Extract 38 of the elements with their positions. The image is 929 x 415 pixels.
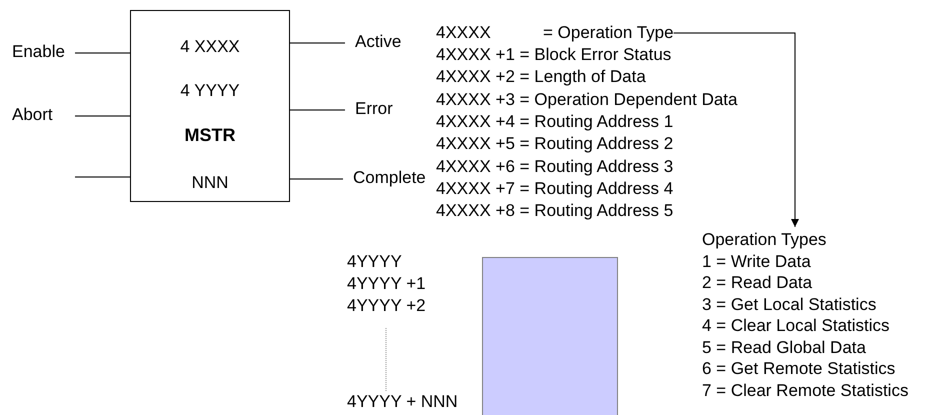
list-item: 6 = Get Remote Statistics <box>702 359 896 380</box>
pin-line <box>290 42 346 44</box>
register-text: = Operation Type <box>543 23 674 43</box>
pin-line <box>290 178 344 180</box>
register-text: 4YYYY +2 <box>347 296 426 316</box>
list-heading: Operation Types <box>702 230 828 251</box>
pin-label: Active <box>355 32 402 52</box>
list-item: 2 = Read Data <box>702 273 814 294</box>
arrow <box>673 32 799 228</box>
register-text: 4XXXX +6 = Routing Address 3 <box>436 156 674 176</box>
register-text: 4XXXX +2 = Length of Data <box>436 67 646 88</box>
pin-label: Enable <box>12 42 65 62</box>
pin-line <box>74 52 130 54</box>
register-block <box>482 257 618 415</box>
register-text: 4XXXX +5 = Routing Address 2 <box>436 134 674 154</box>
block-text: 4 XXXX <box>179 37 241 57</box>
pin-label: Complete <box>353 168 426 188</box>
pin-line <box>74 176 130 178</box>
register-text: 4XXXX +4 = Routing Address 1 <box>436 112 674 132</box>
list-item: 5 = Read Global Data <box>702 338 867 358</box>
list-item: 1 = Write Data <box>702 252 812 272</box>
pin-label: Abort <box>12 105 53 125</box>
list-item: 3 = Get Local Statistics <box>702 294 878 316</box>
list-item: 4 = Clear Local Statistics <box>702 316 891 337</box>
pin-label: Error <box>355 99 393 119</box>
register-text: 4YYYY + NNN <box>347 392 458 412</box>
register-text: 4XXXX +7 = Routing Address 4 <box>436 178 674 199</box>
register-text: 4XXXX <box>436 23 492 43</box>
block-text: NNN <box>190 173 230 193</box>
register-text: 4XXXX +8 = Routing Address 5 <box>436 201 674 222</box>
register-text: 4YYYY +1 <box>347 274 426 294</box>
register-text: 4YYYY <box>347 252 402 272</box>
list-item: 7 = Clear Remote Statistics <box>702 380 908 402</box>
register-text: 4XXXX +1 = Block Error Status <box>436 45 672 65</box>
block-text: 4 YYYY <box>179 81 241 101</box>
block-text: MSTR <box>184 125 236 145</box>
function-block <box>130 10 290 202</box>
register-text: 4XXXX +3 = Operation Dependent Data <box>436 90 738 110</box>
